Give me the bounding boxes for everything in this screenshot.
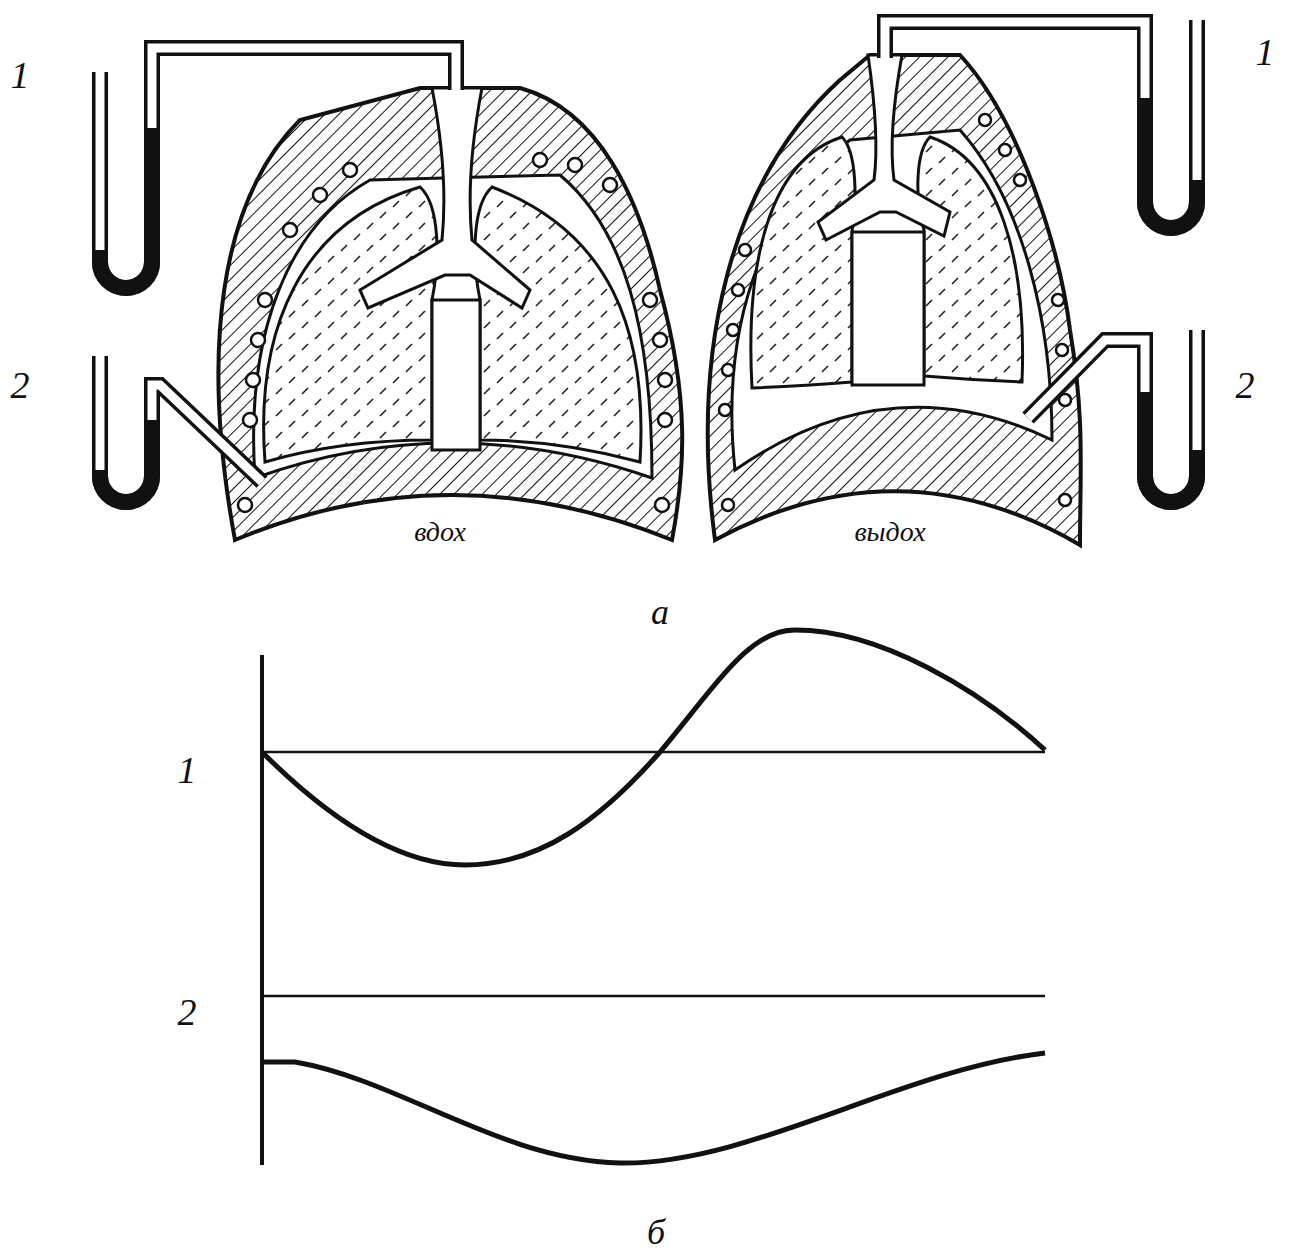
curve-number: 2 <box>178 993 197 1031</box>
curve-number: 1 <box>178 751 197 789</box>
callout-number: 2 <box>1236 366 1255 404</box>
callout-number: 2 <box>11 366 30 404</box>
callout-number: 1 <box>11 56 30 94</box>
phase-label: вдох <box>414 518 466 546</box>
panel-letter: б <box>647 1214 665 1250</box>
panel-letter: а <box>651 594 669 630</box>
phase-label: выдох <box>854 518 925 546</box>
callout-number: 1 <box>1256 33 1275 71</box>
